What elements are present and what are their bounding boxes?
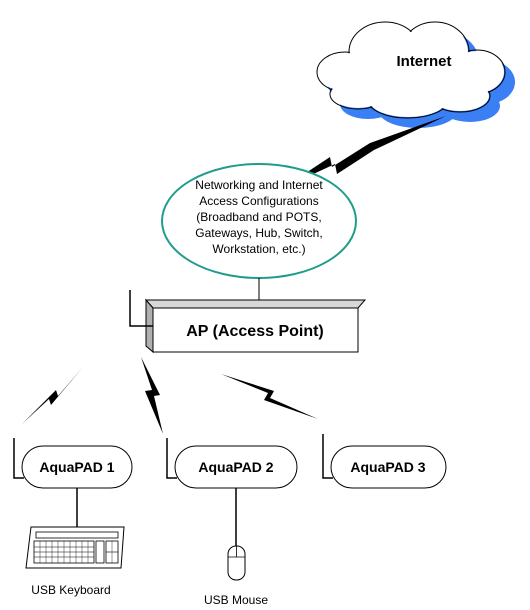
internet-label: Internet [396, 53, 451, 70]
mouse-label: USB Mouse [204, 593, 268, 607]
ap-label: AP (Access Point) [186, 323, 324, 340]
mouse-icon [227, 545, 246, 581]
ap-box-face [152, 307, 359, 353]
wireless-bolt-device-3 [221, 374, 318, 419]
network-config-ellipse: Networking and Internet Access Configura… [161, 163, 357, 279]
aquapad-3-label: AquaPAD 3 [350, 459, 425, 475]
keyboard-label: USB Keyboard [31, 583, 110, 597]
aquapad-3-box [330, 445, 447, 489]
aquapad-1-antenna [13, 438, 24, 479]
config-line-2: Access Configurations [199, 194, 318, 208]
cloud-fill [318, 23, 504, 117]
aquapad-2: AquaPAD 2 [166, 438, 298, 489]
config-line-1: Networking and Internet [195, 178, 323, 192]
aquapad-1-label: AquaPAD 1 [39, 459, 114, 475]
aquapad-1: AquaPAD 1 [13, 438, 133, 489]
wireless-bolt-internet [283, 116, 446, 188]
wireless-bolt-device-2 [141, 357, 163, 434]
config-line-4: Gateways, Hub, Switch, [195, 226, 322, 240]
config-line-3: (Broadband and POTS, [196, 210, 321, 224]
aquapad-2-label: AquaPAD 2 [198, 459, 273, 475]
aquapad-3-antenna [322, 434, 333, 479]
aquapad-2-antenna [166, 438, 177, 479]
aquapad-3: AquaPAD 3 [322, 434, 447, 489]
access-point-box: AP (Access Point) [144, 298, 367, 354]
wireless-bolt-device-1 [22, 367, 83, 424]
keyboard-icon [25, 526, 125, 569]
ap-box-shadow [144, 299, 367, 309]
config-line-5: Workstation, etc.) [212, 242, 305, 256]
ap-antenna [129, 290, 153, 327]
internet-cloud: Internet [316, 21, 515, 128]
